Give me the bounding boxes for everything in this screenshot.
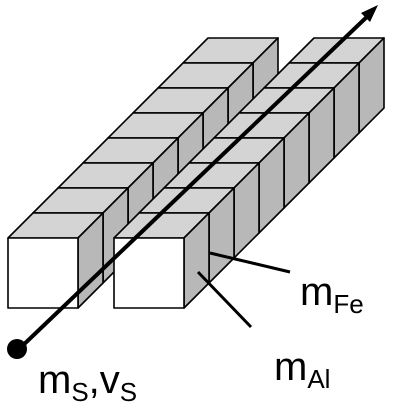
mass-fe-label: mFe — [300, 270, 364, 319]
mass-al-sub: Al — [307, 364, 330, 394]
projectile-v-sub: S — [120, 377, 137, 407]
trajectory — [7, 5, 378, 359]
al-pointer-line — [196, 270, 253, 329]
projectile-v: v — [100, 358, 120, 402]
block-front-face — [113, 237, 185, 309]
fe-pointer-line — [209, 251, 291, 274]
projectile-m: m — [38, 358, 71, 402]
projectile-label: mS,vS — [38, 358, 137, 407]
block-rows — [7, 37, 385, 309]
labels: mFe mAl mS,vS — [38, 270, 364, 407]
projectile-m-sub: S — [71, 377, 88, 407]
mass-fe-sub: Fe — [333, 289, 363, 319]
trajectory-line — [16, 10, 374, 352]
block — [7, 212, 104, 309]
mass-al-main: m — [274, 345, 307, 389]
label-pointers — [196, 251, 291, 329]
mass-fe-main: m — [300, 270, 333, 314]
projectile-sep: , — [89, 358, 100, 402]
arrow-head-icon — [361, 5, 378, 22]
block — [113, 212, 210, 309]
start-dot-icon — [7, 339, 27, 359]
mass-al-label: mAl — [274, 345, 330, 394]
block-front-face — [7, 237, 79, 309]
